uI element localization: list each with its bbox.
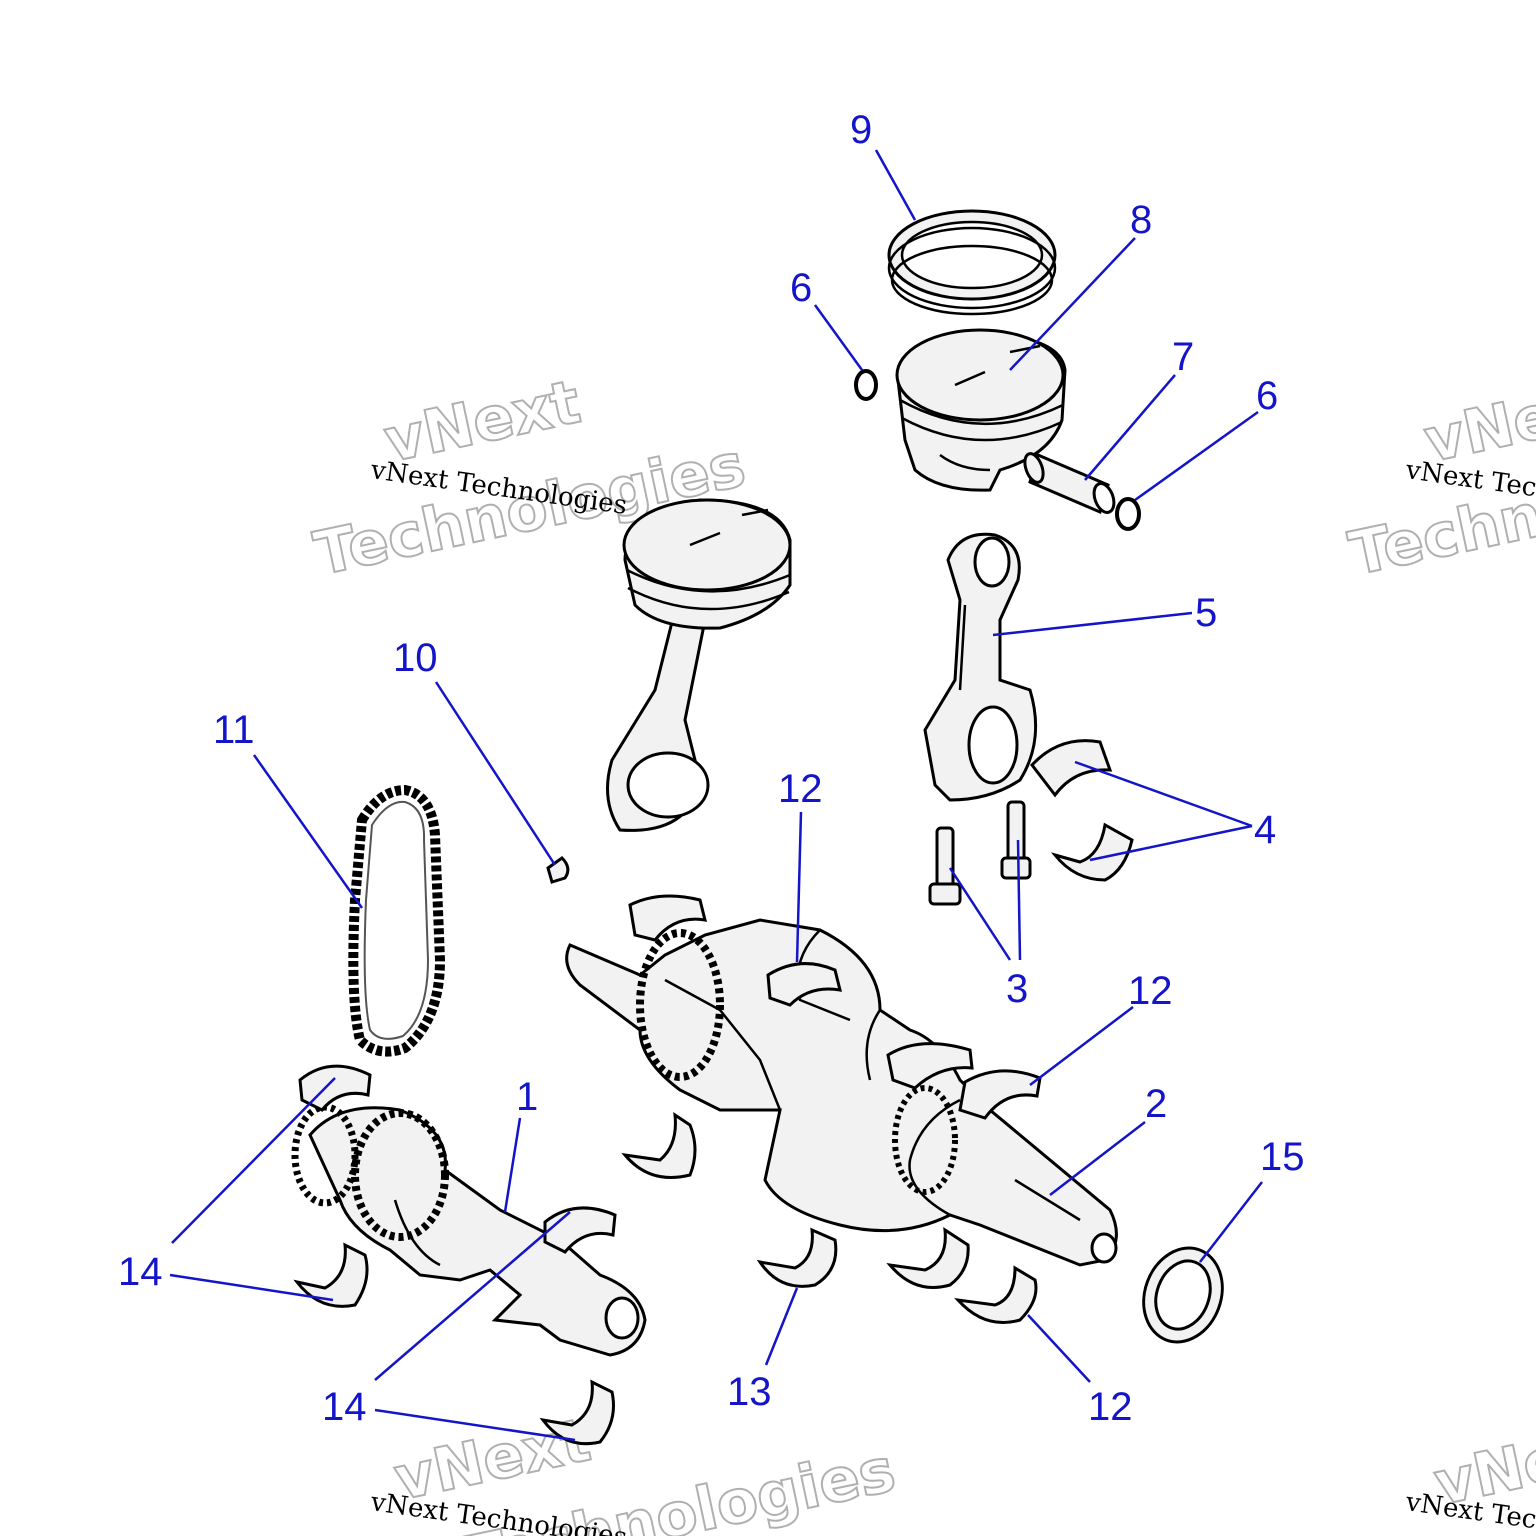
connecting-rod [923, 532, 1038, 802]
leader-4-lower [1089, 824, 1253, 862]
callout-15: 15 [1260, 1135, 1305, 1179]
piston [895, 328, 1067, 492]
main-bearing-3 [886, 1042, 974, 1090]
callout-11: 11 [213, 708, 255, 752]
balance-bearing-3 [543, 1206, 617, 1254]
balance-bearing-4 [539, 1379, 615, 1446]
callout-1: 1 [516, 1075, 538, 1119]
rod-bearing-upper [1030, 739, 1113, 798]
main-bearing-1 [628, 894, 708, 942]
leader-5 [992, 611, 1193, 637]
main-bearing-6 [886, 1227, 970, 1289]
oil-seal [1142, 1246, 1224, 1344]
leader-14a-upper [171, 1077, 336, 1244]
leader-3-left [948, 867, 1012, 961]
leader-lines [169, 149, 1263, 1442]
callout-9: 9 [850, 108, 872, 152]
watermark-top-right: vNext Technologies vNext Technologies [1343, 366, 1536, 591]
callout-7: 7 [1172, 335, 1194, 379]
leader-11 [252, 754, 364, 909]
callout-13: 13 [727, 1370, 772, 1414]
woodruff-key [546, 856, 570, 884]
leader-10 [434, 681, 557, 866]
callout-14: 14 [118, 1250, 163, 1294]
leader-1 [503, 1117, 522, 1213]
callouts: 9 8 6 7 6 5 10 11 12 4 3 12 1 2 15 14 14… [118, 108, 1305, 1429]
rod-bolt-right [1000, 800, 1032, 880]
timing-chain [348, 784, 446, 1057]
assembled-piston-rod [606, 498, 792, 832]
main-bearing-5 [621, 1111, 697, 1179]
callout-5: 5 [1195, 591, 1217, 635]
balance-bearing-2 [293, 1242, 369, 1308]
leader-6b [1134, 410, 1259, 502]
crankshaft [565, 918, 1118, 1267]
callout-12: 12 [1128, 969, 1173, 1013]
leader-15 [1199, 1181, 1263, 1263]
callout-8: 8 [1130, 198, 1152, 242]
callout-12: 12 [778, 767, 823, 811]
piston-rings [887, 209, 1057, 316]
watermark-bottom-right: vNext vNext Technologies [1403, 1409, 1536, 1536]
rod-bearing-lower [1050, 822, 1134, 882]
main-bearing-7 [954, 1265, 1038, 1324]
leader-7 [1084, 374, 1176, 481]
callout-12: 12 [1088, 1385, 1133, 1429]
callout-6: 6 [790, 266, 812, 310]
leader-9 [874, 149, 917, 221]
callout-4: 4 [1254, 808, 1276, 852]
watermark-bottom-left: vNext Technologies vNext Technologies [368, 1404, 902, 1536]
callout-3: 3 [1006, 967, 1028, 1011]
leader-12a [795, 811, 803, 963]
thrust-bearing [756, 1227, 838, 1288]
leader-3-right [1016, 839, 1022, 961]
piston-pin [1023, 452, 1116, 515]
leader-12b [1029, 1006, 1134, 1086]
callout-10: 10 [393, 636, 438, 680]
leader-8 [1009, 237, 1136, 371]
piston-pin-clip-right [1115, 497, 1141, 531]
leader-14a-lower [169, 1273, 334, 1302]
leader-14b-lower [374, 1408, 576, 1442]
leader-14b-upper [374, 1211, 571, 1381]
callout-6: 6 [1256, 374, 1278, 418]
leader-2 [1049, 1121, 1146, 1196]
balance-bearing-1 [298, 1064, 372, 1112]
callout-2: 2 [1145, 1082, 1167, 1126]
main-bearing-4 [958, 1069, 1042, 1120]
main-bearing-2 [766, 962, 843, 1007]
leader-13 [764, 1287, 799, 1366]
piston-pin-clip-left [854, 369, 878, 401]
leader-4-upper [1074, 760, 1253, 828]
callout-14: 14 [322, 1385, 367, 1429]
leader-12c [1027, 1314, 1091, 1383]
leader-6a [813, 304, 864, 371]
rod-bolt-left [928, 826, 962, 906]
